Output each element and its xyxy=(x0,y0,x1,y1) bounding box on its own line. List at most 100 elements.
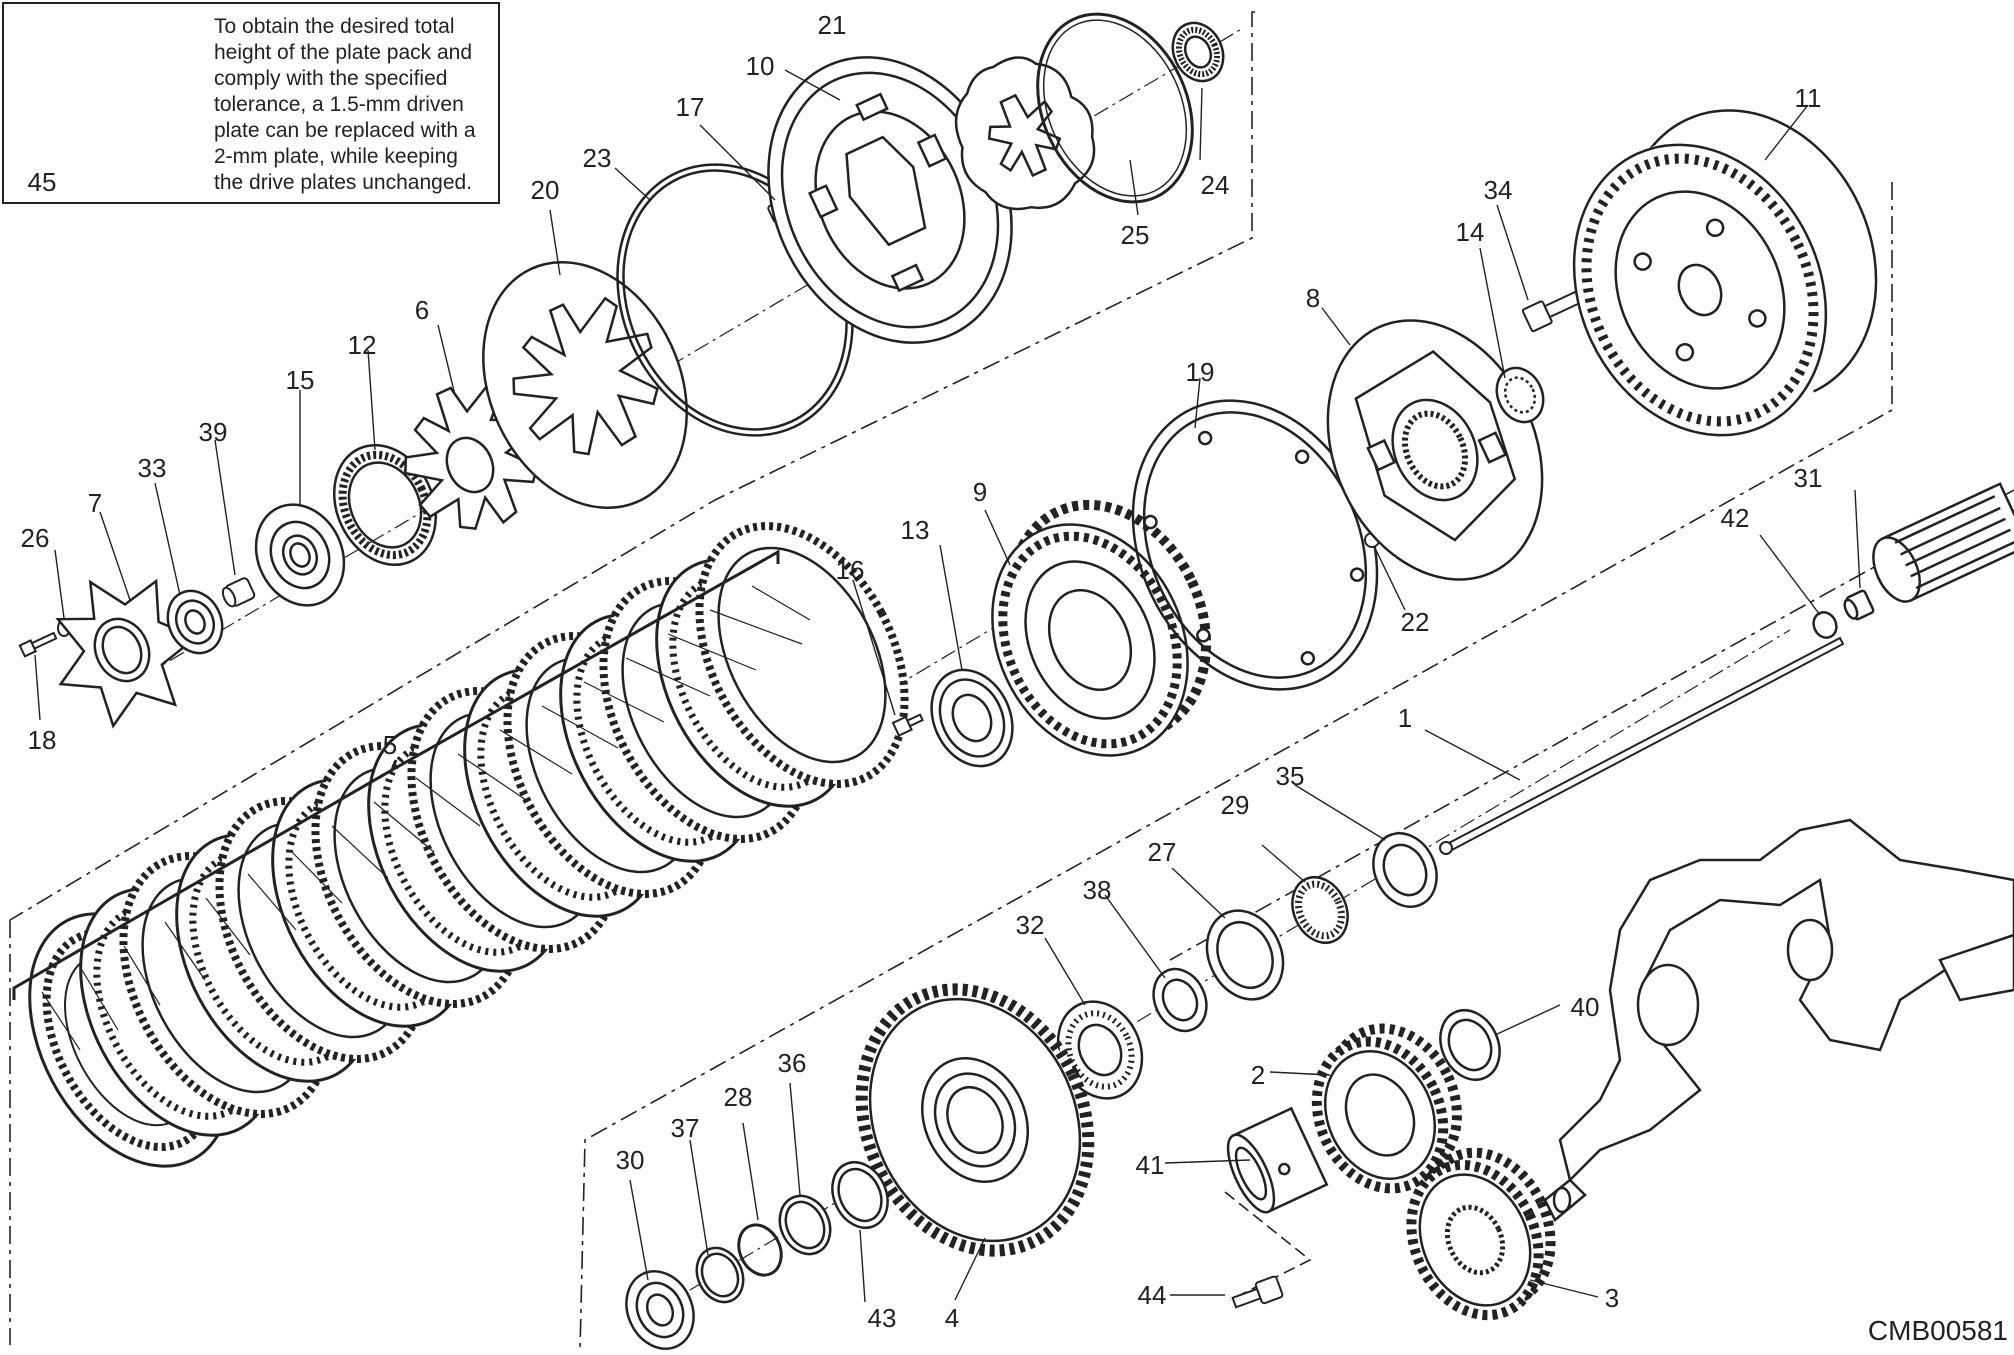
note-line: height of the plate pack and xyxy=(214,41,473,64)
ring-42 xyxy=(1812,611,1838,639)
gear-2 xyxy=(1311,1023,1462,1194)
callout-31: 31 xyxy=(1793,463,1823,493)
clutch-plate-pack xyxy=(28,522,909,1168)
note-line: tolerance, a 1.5-mm driven xyxy=(214,93,464,116)
flange-7 xyxy=(55,578,199,729)
callout-36: 36 xyxy=(777,1048,807,1078)
bush-41 xyxy=(1226,1106,1329,1214)
note-line: plate can be replaced with a xyxy=(214,119,476,142)
callout-22: 22 xyxy=(1400,607,1430,637)
bush-27 xyxy=(1205,909,1285,1001)
callout-27: 27 xyxy=(1147,837,1177,867)
upper-group-frame xyxy=(9,11,1255,921)
callout-44: 44 xyxy=(1137,1280,1167,1310)
callout-41: 41 xyxy=(1135,1150,1165,1180)
callout-10: 10 xyxy=(745,51,775,81)
gear-4 xyxy=(855,983,1095,1257)
ring-37 xyxy=(695,1246,745,1304)
thrust-bearing-12 xyxy=(332,444,438,566)
callout-5: 5 xyxy=(382,730,398,760)
bolt-44 xyxy=(1231,1275,1284,1309)
hub-13 xyxy=(930,668,1014,768)
gear-3 xyxy=(1406,1147,1556,1321)
spring-disc-20 xyxy=(482,260,688,510)
ring-36 xyxy=(778,1194,832,1256)
circlip-28 xyxy=(737,1223,783,1277)
note-box: To obtain the desired total height of th… xyxy=(2,2,500,204)
callout-12: 12 xyxy=(347,330,377,360)
bearing-30 xyxy=(625,1270,695,1350)
callout-25: 25 xyxy=(1120,220,1150,250)
callout-8: 8 xyxy=(1305,283,1321,313)
callout-45: 45 xyxy=(27,167,57,197)
callout-42: 42 xyxy=(1720,503,1750,533)
gear-group-frame xyxy=(1169,489,2014,961)
gear-drum-9 xyxy=(991,499,1212,757)
callout-leaders xyxy=(34,69,1861,1303)
callout-43: 43 xyxy=(867,1303,897,1333)
callout-28: 28 xyxy=(723,1082,753,1112)
plate-pack-leaders xyxy=(41,585,811,1051)
callout-16: 16 xyxy=(835,555,865,585)
screw-18 xyxy=(18,631,58,658)
callout-40: 40 xyxy=(1570,992,1600,1022)
callout-39: 39 xyxy=(198,417,228,447)
callout-32: 32 xyxy=(1015,910,1045,940)
callout-3: 3 xyxy=(1604,1283,1620,1313)
callout-29: 29 xyxy=(1220,790,1250,820)
note-line: the drive plates unchanged. xyxy=(214,171,473,194)
callout-18: 18 xyxy=(27,725,57,755)
clutch-cover-10 xyxy=(767,56,1013,344)
callout-14: 14 xyxy=(1455,217,1485,247)
callout-37: 37 xyxy=(670,1113,700,1143)
bush-31 xyxy=(1843,589,1875,621)
note-text: To obtain the desired total height of th… xyxy=(214,14,499,196)
callout-9: 9 xyxy=(972,477,988,507)
callout-24: 24 xyxy=(1200,170,1230,200)
screw-16 xyxy=(891,713,924,737)
clutch-basket-11 xyxy=(1572,109,1878,437)
pressure-cap-15 xyxy=(254,503,346,607)
inner-hub-8 xyxy=(1326,319,1544,581)
note-line: 2-mm plate, while keeping xyxy=(214,145,458,168)
callout-11: 11 xyxy=(1794,83,1822,113)
callout-34: 34 xyxy=(1483,175,1513,205)
clutch-pack-group-frame xyxy=(9,182,1893,1351)
callout-15: 15 xyxy=(285,365,315,395)
callout-17: 17 xyxy=(675,92,705,122)
needle-bearing-29 xyxy=(1291,876,1349,944)
crankshaft xyxy=(1543,818,2014,1222)
note-line: comply with the specified xyxy=(214,67,448,90)
washer-38 xyxy=(1152,967,1208,1033)
callout-21: 21 xyxy=(817,10,847,40)
splined-shaft xyxy=(1872,482,2014,603)
bearing-33 xyxy=(166,589,224,655)
needle-bearing-24 xyxy=(1171,21,1225,83)
callout-35: 35 xyxy=(1275,761,1305,791)
drawing-code: CMB00581 xyxy=(1867,1315,2008,1346)
washer-40 xyxy=(1439,1009,1501,1081)
callout-1: 1 xyxy=(1397,703,1413,733)
washer-14 xyxy=(1495,366,1545,424)
ring-43 xyxy=(831,1161,889,1229)
callout-33: 33 xyxy=(137,453,167,483)
push-rod-1 xyxy=(1439,636,1845,855)
callout-13: 13 xyxy=(900,515,930,545)
callout-19: 19 xyxy=(1185,357,1215,387)
callout-6: 6 xyxy=(414,295,430,325)
callout-30: 30 xyxy=(615,1145,645,1175)
callout-38: 38 xyxy=(1082,875,1112,905)
callout-26: 26 xyxy=(20,523,50,553)
note-line: To obtain the desired total xyxy=(214,15,455,38)
callout-20: 20 xyxy=(530,175,560,205)
callout-2: 2 xyxy=(1250,1060,1266,1090)
plate-15 xyxy=(695,522,909,788)
bearing-35 xyxy=(1372,832,1438,908)
spacer-39 xyxy=(221,577,256,608)
callout-23: 23 xyxy=(582,143,612,173)
bolt-34 xyxy=(1521,290,1582,333)
plate-pack-bracket xyxy=(12,549,780,1000)
callout-4: 4 xyxy=(944,1303,960,1333)
